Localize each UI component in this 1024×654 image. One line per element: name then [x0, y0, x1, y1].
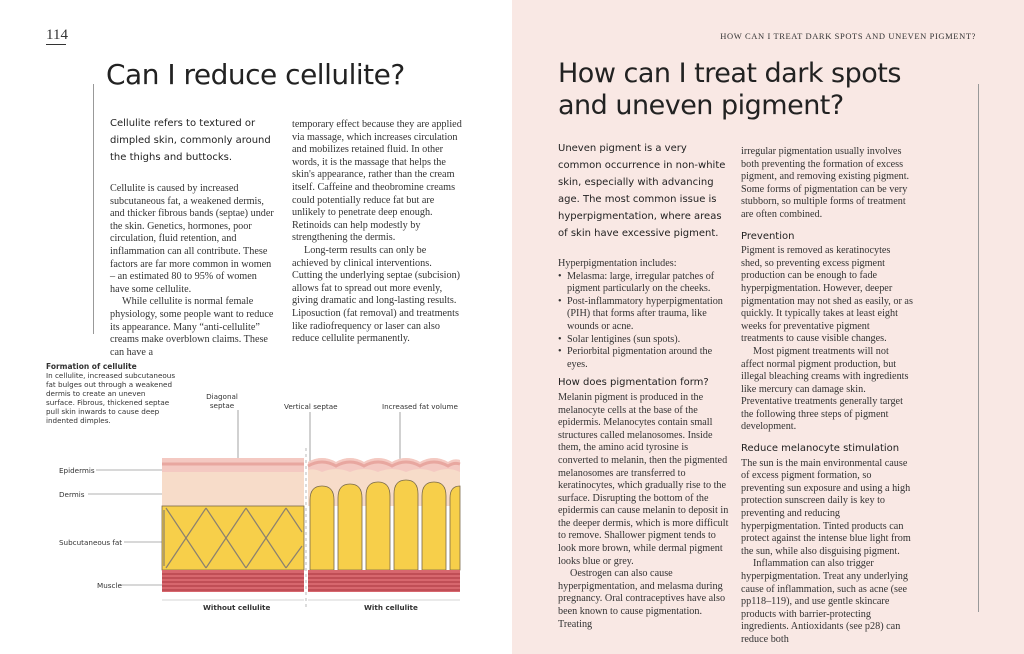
paragraph: temporary effect because they are applie… — [292, 119, 462, 244]
list-item: Melasma: large, irregular patches of pig… — [558, 271, 730, 296]
list-intro: Hyperpigmentation includes: — [558, 258, 677, 269]
label-epidermis: Epidermis — [59, 466, 95, 475]
paragraph: Oestrogen can also cause hyperpigmentati… — [558, 568, 726, 630]
hyperpigmentation-list: Melasma: large, irregular patches of pig… — [558, 271, 730, 372]
running-head: HOW CAN I TREAT DARK SPOTS AND UNEVEN PI… — [720, 31, 976, 41]
list-item: Post-inflammatory hyperpigmentation (PIH… — [558, 296, 730, 334]
page-number-rule — [46, 44, 66, 45]
subhead-reduce-stimulation: Reduce melanocyte stimulation — [741, 443, 900, 455]
right-vertical-rule — [978, 84, 979, 612]
subhead-pigmentation-form: How does pigmentation form? — [558, 377, 709, 389]
paragraph: Cellulite is caused by increased subcuta… — [110, 183, 274, 295]
muscle-fibers — [162, 573, 304, 591]
left-column-1: Cellulite is caused by increased subcuta… — [110, 183, 278, 359]
right-intro: Uneven pigment is a very common occurren… — [558, 143, 726, 239]
left-vertical-rule — [93, 84, 94, 334]
figure-title: Formation of cellulite — [46, 362, 137, 371]
label-vertical-septae: Vertical septae — [284, 402, 338, 411]
paragraph: Long-term results can only be achieved b… — [292, 244, 461, 345]
right-column-1: Hyperpigmentation includes: Melasma: lar… — [558, 258, 730, 631]
left-intro: Cellulite refers to textured or dimpled … — [110, 118, 271, 163]
paragraph: While cellulite is normal female physiol… — [110, 296, 274, 358]
figure-caption-text: In cellulite, increased subcutaneous fat… — [46, 371, 176, 425]
left-page: 114 Can I reduce cellulite? Cellulite re… — [40, 27, 480, 620]
paragraph: Inflammation can also trigger hyperpigme… — [741, 558, 908, 645]
without-cellulite-block — [161, 458, 305, 592]
label-subcutaneous-fat: Subcutaneous fat — [59, 538, 123, 547]
right-column-2: irregular pigmentation usually involves … — [741, 146, 913, 647]
list-item: Periorbital pigmentation around the eyes… — [558, 346, 730, 371]
cellulite-diagram — [88, 410, 461, 610]
muscle-layer — [162, 570, 304, 592]
label-with-cellulite: With cellulite — [364, 603, 418, 612]
cellulite-figure: Formation of cellulite In cellulite, inc… — [40, 360, 480, 620]
label-without-cellulite: Without cellulite — [203, 603, 271, 612]
paragraph: Pigment is removed as keratinocytes shed… — [741, 245, 913, 345]
paragraph: The sun is the main environmental cause … — [741, 457, 911, 557]
epidermis-band — [307, 460, 461, 468]
paragraph: Most pigment treatments will not affect … — [741, 345, 909, 433]
label-diagonal-septae: Diagonal septae — [206, 392, 238, 410]
dermis-layer — [162, 472, 304, 506]
page-number: 114 — [46, 27, 68, 43]
left-page-title: Can I reduce cellulite? — [106, 58, 405, 91]
paragraph: Melanin pigment is produced in the melan… — [558, 391, 729, 567]
subhead-prevention: Prevention — [741, 230, 795, 242]
right-page-title: How can I treat dark spots and uneven pi… — [558, 58, 901, 121]
label-muscle: Muscle — [97, 581, 122, 590]
label-fat-volume: Increased fat volume — [382, 402, 458, 411]
diagonal-septae — [163, 507, 303, 569]
figure-caption: Formation of cellulite In cellulite, inc… — [46, 362, 176, 425]
muscle-fibers — [308, 573, 460, 591]
fat-lobules — [309, 479, 461, 571]
with-cellulite-block — [307, 458, 461, 592]
paragraph: irregular pigmentation usually involves … — [741, 146, 910, 220]
muscle-layer — [308, 570, 460, 592]
list-item: Solar lentigines (sun spots). — [558, 334, 730, 347]
left-column-2: temporary effect because they are applie… — [292, 119, 464, 346]
fat-layer — [161, 505, 305, 571]
label-dermis: Dermis — [59, 490, 85, 499]
